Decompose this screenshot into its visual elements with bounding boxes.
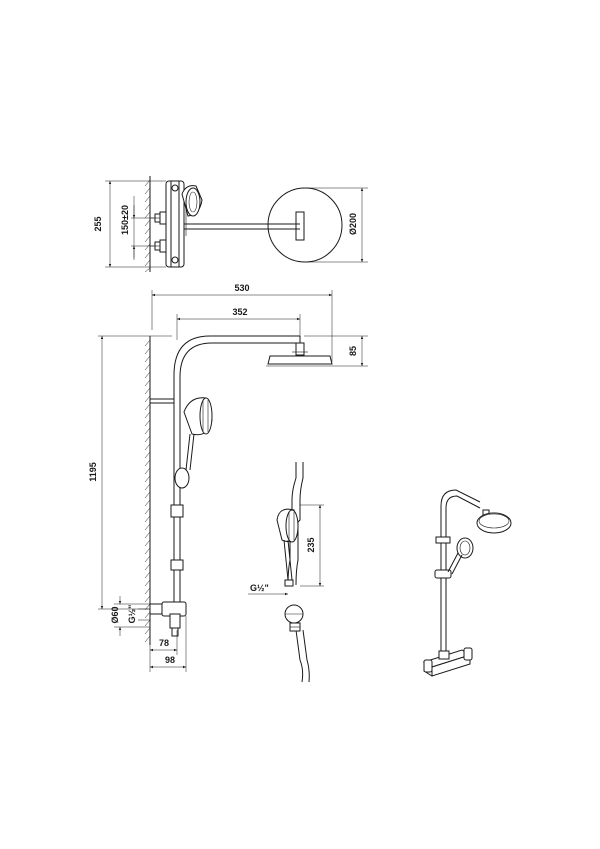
hatch-line [144, 435, 151, 443]
hatch-line [144, 371, 151, 379]
dim-352-label: 352 [232, 307, 247, 317]
dim-255: 255 [93, 180, 166, 268]
dim-hose-thread: G½" [248, 583, 288, 596]
hatch-line [144, 523, 151, 531]
riser-pipe [149, 335, 301, 612]
hatch-line [144, 443, 151, 451]
dim-78-label: 78 [159, 638, 169, 648]
handshower-plan [181, 185, 203, 236]
dim-150-label: 150±20 [120, 205, 130, 235]
hatch-line [144, 611, 151, 619]
dim-head-diameter: Ø200 [305, 187, 368, 263]
hatch-line [144, 419, 151, 427]
perspective-riser [434, 489, 481, 660]
dim-255-label: 255 [93, 216, 103, 231]
hatch-line [144, 571, 151, 579]
hatch-line [144, 387, 151, 395]
hatch-line [144, 587, 151, 595]
handshower-head-detail [276, 508, 299, 587]
rain-head-plan [267, 187, 343, 263]
hatch-line [144, 467, 151, 475]
dim-escutcheon: Ø60 [110, 596, 150, 636]
valve-front [149, 601, 187, 637]
hatch-line [144, 395, 151, 403]
hatch-line [144, 379, 151, 387]
dim-inlet-thread-label: G½" [127, 605, 137, 624]
dim-1195: 1195 [88, 335, 172, 610]
hatch-line [144, 619, 151, 627]
handshower-front [174, 397, 213, 489]
dim-235: 235 [300, 504, 324, 587]
wall-front [144, 336, 151, 645]
hatch-line [144, 595, 151, 603]
hatch-line [144, 627, 151, 635]
dim-78: 78 [149, 614, 178, 655]
dim-inlet-thread: G½" [127, 605, 150, 624]
perspective-valve [422, 647, 473, 677]
hatch-line [144, 491, 151, 499]
hatch-line [144, 475, 151, 483]
hatch-line [144, 563, 151, 571]
hatch-line [144, 547, 151, 555]
dim-98: 98 [149, 616, 187, 672]
hatch-line [144, 411, 151, 419]
perspective-rain-head [476, 509, 512, 534]
hatch-line [144, 355, 151, 363]
hatch-line [144, 507, 151, 515]
wall-hatch [144, 176, 151, 273]
front-view: 530 352 85 1195 Ø60 [88, 283, 368, 672]
dim-150: 150±20 [120, 196, 155, 260]
hatch-line [144, 339, 151, 347]
valve-body-plan [150, 180, 185, 268]
dim-hose-thread-label: G½" [250, 583, 269, 593]
perspective-view [422, 489, 512, 677]
top-view: 255 150±20 Ø200 [93, 176, 368, 273]
hatch-line [144, 499, 151, 507]
hatch-line [144, 483, 151, 491]
hatch-line [144, 515, 151, 523]
hose-connector-detail [284, 604, 304, 632]
dim-head-diameter-label: Ø200 [348, 213, 358, 235]
dim-352: 352 [176, 307, 301, 340]
rain-head-side [266, 342, 334, 367]
hatch-line [144, 635, 151, 643]
hatch-line [144, 555, 151, 563]
hatch-line [144, 579, 151, 587]
dim-530-label: 530 [234, 283, 249, 293]
hatch-line [144, 363, 151, 371]
dim-85-label: 85 [348, 346, 358, 356]
dim-escutcheon-label: Ø60 [110, 606, 120, 623]
slide-rail-detail [287, 462, 310, 683]
perspective-handshower [447, 537, 474, 575]
hatch-line [144, 451, 151, 459]
hatch-line [144, 347, 151, 355]
dim-98-label: 98 [165, 655, 175, 665]
hatch-line [144, 531, 151, 539]
dim-235-label: 235 [306, 537, 316, 552]
dim-530: 530 [151, 283, 333, 362]
handshower-detail: 235 G½" [248, 462, 324, 683]
dim-85: 85 [304, 335, 368, 367]
hatch-line [144, 403, 151, 411]
hatch-line [144, 459, 151, 467]
hatch-line [144, 427, 151, 435]
hatch-line [144, 539, 151, 547]
dim-1195-label: 1195 [88, 462, 98, 482]
shower-arm-plan [184, 211, 305, 241]
